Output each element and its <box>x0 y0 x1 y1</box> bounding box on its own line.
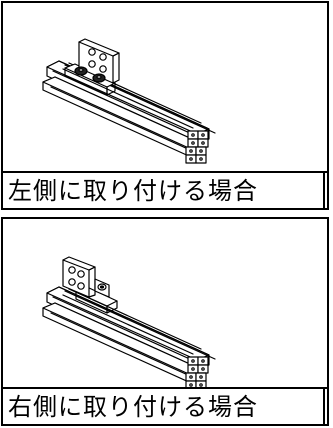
right-mounting-caption: 右側に取り付ける場合 <box>8 392 258 421</box>
right-caption-frame: 右側に取り付ける場合 <box>3 389 325 424</box>
right-mounting-panel: 右側に取り付ける場合 <box>1 217 329 426</box>
right-caption-box: 右側に取り付ける場合 <box>3 387 327 424</box>
left-mounting-bracket-rail-icon <box>42 38 216 164</box>
left-mounting-illustration <box>3 3 327 171</box>
left-mounting-panel: 左側に取り付ける場合 <box>1 1 329 210</box>
right-mounting-bracket-rail-icon <box>42 256 216 387</box>
left-mounting-caption: 左側に取り付ける場合 <box>8 176 258 205</box>
left-caption-box: 左側に取り付ける場合 <box>3 171 327 208</box>
right-mounting-illustration <box>3 219 327 387</box>
left-caption-frame: 左側に取り付ける場合 <box>3 173 325 208</box>
